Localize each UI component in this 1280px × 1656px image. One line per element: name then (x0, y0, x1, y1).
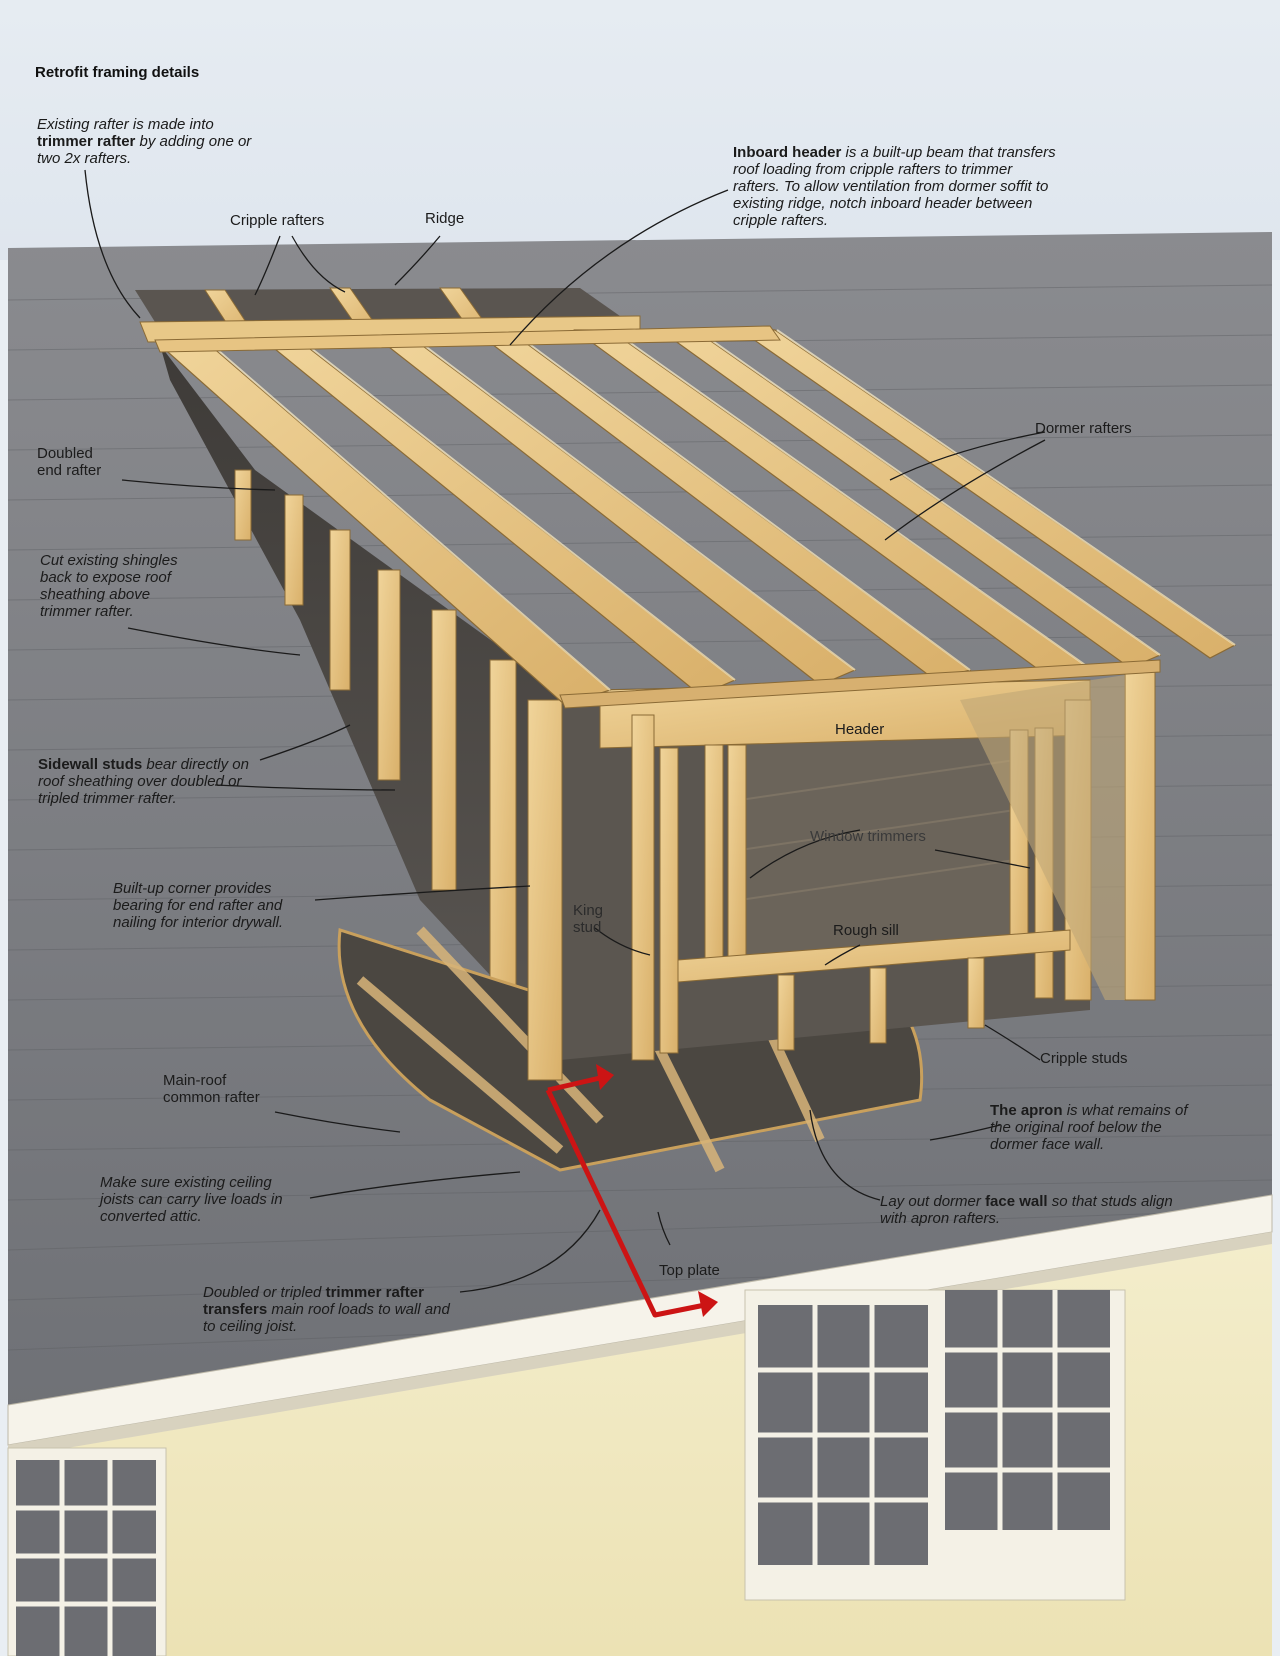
arrowhead-lower (698, 1291, 718, 1317)
label-apron: The apron is what remains of the origina… (990, 1102, 1205, 1153)
window-opening (740, 715, 1015, 955)
inboard-header-bold: Inboard header (733, 144, 842, 161)
label-ridge: Ridge (425, 210, 465, 227)
existing-rafter-pre: Existing rafter is made into (37, 116, 214, 133)
label-rough-sill: Rough sill (833, 922, 899, 939)
sidewall-studs (234, 469, 517, 1021)
label-cut-shingles: Cut existing shingles back to expose roo… (40, 552, 178, 620)
label-top-plate: Top plate (659, 1262, 720, 1279)
diagram-title: Retrofit framing details (35, 64, 200, 81)
label-sidewall-studs: Sidewall studs bear directly on roof she… (38, 756, 263, 807)
inboard-header-text: is a built-up beam that transfers roof l… (733, 144, 1056, 229)
face-wall-bold: face wall (985, 1193, 1048, 1210)
existing-rafter-post: by adding one or two 2x rafters. (37, 133, 252, 167)
label-ceiling-joists: Make sure existing ceiling joists can ca… (100, 1174, 283, 1225)
label-king-stud: King stud (573, 902, 604, 936)
house-window-right (744, 1289, 1126, 1601)
label-face-wall: Lay out dormer face wall so that studs a… (880, 1193, 1200, 1227)
face-wall-post: so that studs align with apron rafters. (880, 1193, 1173, 1227)
trimmer-bold: trimmer rafter (325, 1284, 424, 1301)
right-side-framing (960, 675, 1125, 1000)
label-window-trimmers: Window trimmers (810, 828, 926, 845)
leader-lines (84, 169, 1046, 1293)
label-inboard-header: Inboard header is a built-up beam that t… (733, 144, 1063, 229)
apron-text: is what remains of the original roof bel… (990, 1102, 1188, 1153)
label-header: Header (835, 721, 885, 738)
label-cripple-studs: Cripple studs (1040, 1050, 1128, 1067)
label-cripple-rafters: Cripple rafters (230, 212, 325, 229)
label-existing-rafter: Existing rafter is made into trimmer raf… (37, 116, 252, 167)
label-main-roof-rafter: Main-roof common rafter (163, 1072, 260, 1106)
rough-sill (677, 929, 1071, 983)
dormer-front-plate (559, 659, 1161, 709)
corner-post-right (1124, 669, 1156, 1001)
trimmer-bold2: transfers (203, 1301, 268, 1318)
house-window-left (7, 1447, 167, 1656)
load-path-arrow (545, 1075, 706, 1318)
label-trimmer-rafter: Doubled or tripled trimmer rafter transf… (203, 1284, 463, 1335)
sidewall-bold: Sidewall studs (38, 756, 143, 773)
label-doubled-end-rafter: Doubled end rafter (37, 445, 102, 479)
dormer-sidewall (160, 345, 560, 1050)
label-dormer-rafters: Dormer rafters (1035, 420, 1132, 437)
face-wall-pre: Lay out dormer (880, 1193, 981, 1210)
trimmer-post: main roof loads to wall and to ceiling j… (203, 1301, 450, 1335)
sky (0, 0, 1280, 260)
apron-bold: The apron (990, 1102, 1063, 1119)
arrowhead-upper (596, 1064, 614, 1090)
sidewall-text: bear directly on roof sheathing over dou… (38, 756, 249, 807)
existing-rafter-bold: trimmer rafter (37, 133, 136, 150)
dormer-back-beam (154, 325, 781, 353)
trimmer-pre: Doubled or tripled (203, 1284, 322, 1301)
label-built-up-corner: Built-up corner provides bearing for end… (113, 880, 284, 931)
